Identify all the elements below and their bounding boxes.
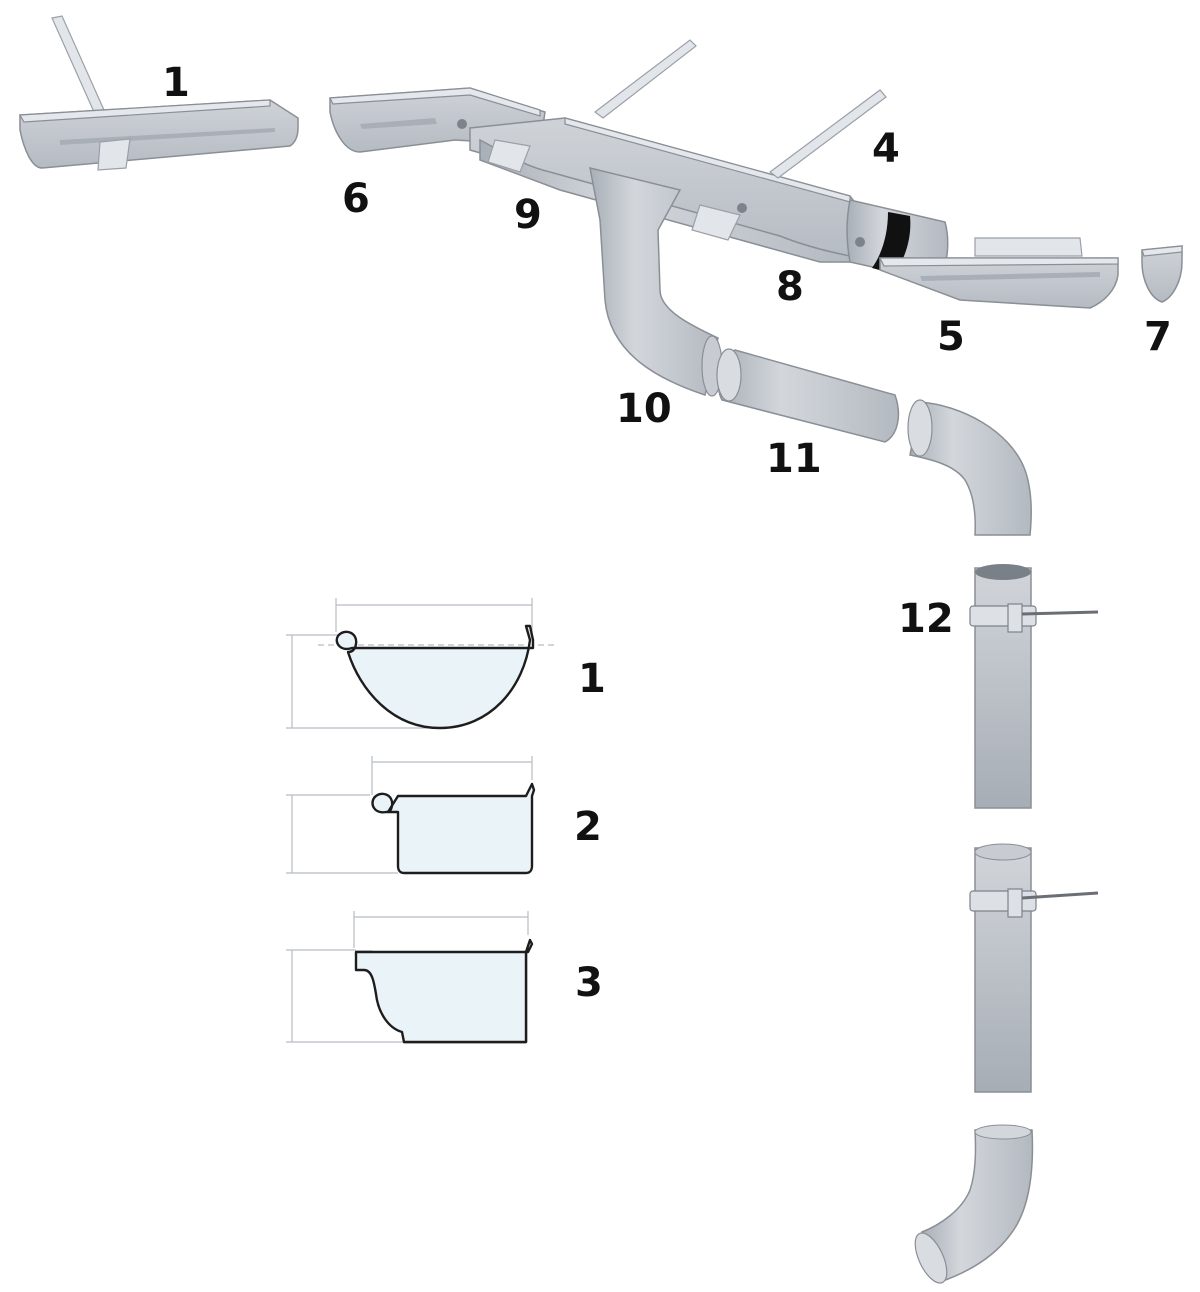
profile-rectangular <box>286 756 536 875</box>
profile-label-1: 1 <box>578 656 606 702</box>
downpipe-outlet <box>914 1124 1034 1284</box>
gutter-hangers <box>594 39 887 179</box>
profile-k-style <box>286 911 534 1044</box>
pipe-segment <box>716 348 900 443</box>
pipe-clamp-lower <box>969 888 1099 918</box>
callout-4: 4 <box>872 126 900 172</box>
callout-10: 10 <box>616 386 672 432</box>
callout-11: 11 <box>766 436 822 482</box>
gutter-right <box>879 237 1119 309</box>
callout-12: 12 <box>898 596 954 642</box>
pipe-clamp-upper <box>969 603 1099 633</box>
callout-1: 1 <box>162 60 190 106</box>
profile-half-round <box>286 598 555 730</box>
downpipe-upper <box>969 564 1099 809</box>
profile-label-2: 2 <box>574 804 602 850</box>
callout-5: 5 <box>937 314 965 360</box>
callout-8: 8 <box>776 264 804 310</box>
profile-label-3: 3 <box>575 960 603 1006</box>
callout-6: 6 <box>342 176 370 222</box>
downpipe-lower <box>969 843 1099 1093</box>
callout-labels: 1 6 9 4 8 5 7 10 11 12 1 2 3 <box>162 60 1172 1006</box>
callout-7: 7 <box>1144 314 1172 360</box>
end-cap <box>1141 245 1183 303</box>
gutter-left <box>18 15 299 171</box>
downpipe-elbow-top <box>907 399 1032 536</box>
gutter-main-run <box>469 117 902 263</box>
callout-9: 9 <box>514 192 542 238</box>
